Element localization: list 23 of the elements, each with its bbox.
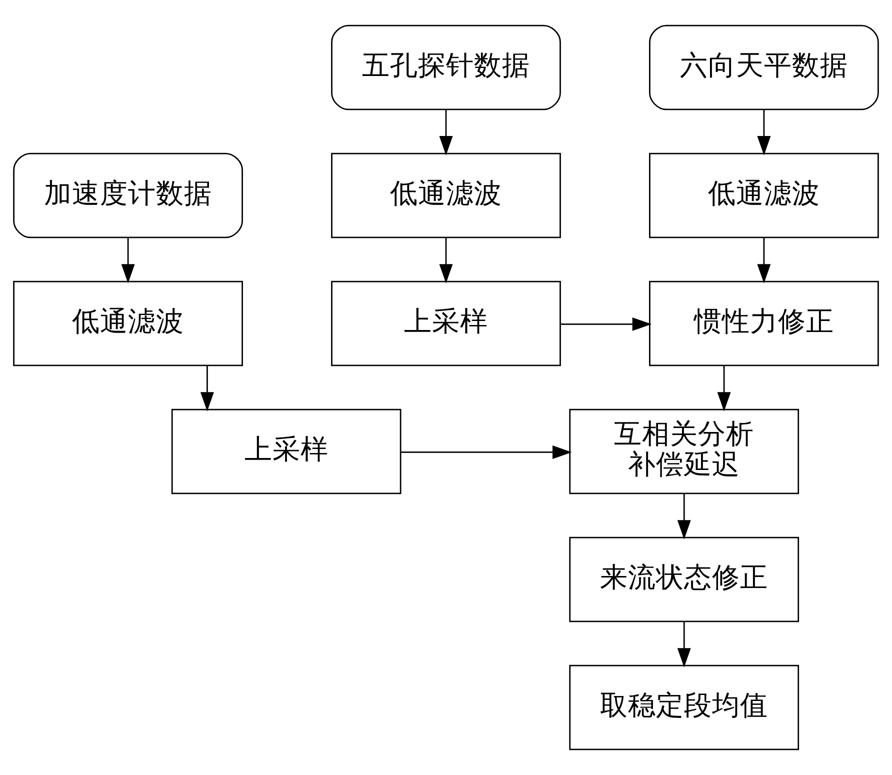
arrow <box>400 445 572 459</box>
node-box: 低通滤波 <box>331 152 561 238</box>
node-box: 取稳定段均值 <box>569 664 800 750</box>
node-box: 六向天平数据 <box>649 24 879 110</box>
node-box: 惯性力修正 <box>649 280 879 366</box>
arrow <box>560 317 652 331</box>
node-box: 五孔探针数据 <box>331 24 561 110</box>
arrow <box>677 622 691 668</box>
node-box: 互相关分析补偿延迟 <box>569 408 800 494</box>
arrow <box>439 110 453 156</box>
arrow <box>757 110 771 156</box>
node-box: 加速度计数据 <box>13 152 243 238</box>
node-box: 低通滤波 <box>13 280 243 366</box>
arrow <box>200 366 214 412</box>
node-box: 上采样 <box>171 408 402 494</box>
node-box: 低通滤波 <box>649 152 879 238</box>
arrow <box>677 494 691 540</box>
node-box: 上采样 <box>331 280 561 366</box>
arrow <box>757 238 771 284</box>
arrow <box>439 238 453 284</box>
arrow <box>717 366 731 412</box>
arrow <box>121 238 135 284</box>
node-box: 来流状态修正 <box>569 536 800 622</box>
